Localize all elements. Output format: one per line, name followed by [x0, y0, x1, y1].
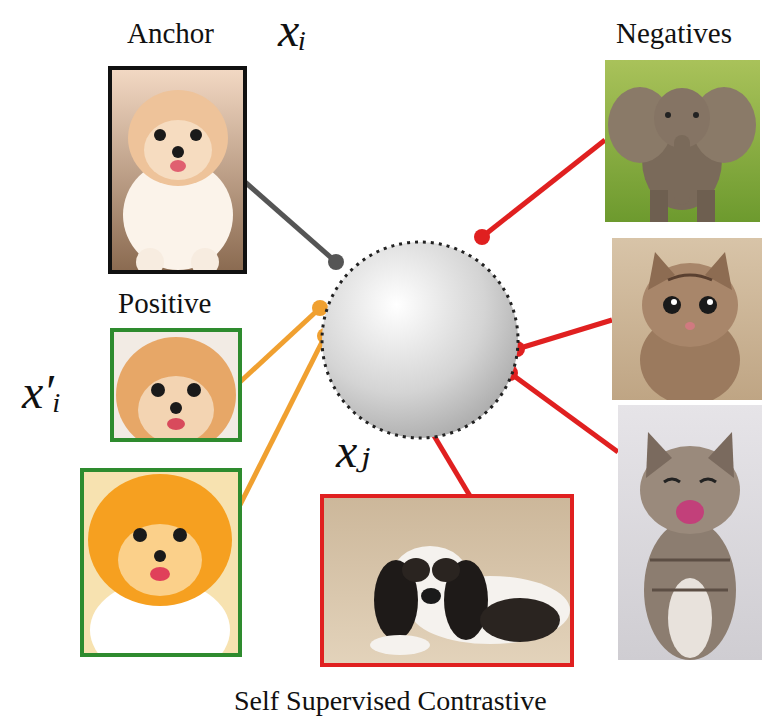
positive-lines	[240, 300, 333, 505]
negative-photo	[322, 496, 572, 665]
anchor-line	[245, 182, 344, 270]
embedding-sphere	[322, 242, 518, 438]
negative-photo	[605, 60, 760, 222]
positive-label: Positive	[118, 288, 211, 320]
positive-symbol: x′ᵢ	[22, 366, 61, 419]
negative-photo	[618, 405, 762, 660]
anchor-symbol: xᵢ	[278, 4, 307, 57]
positive-frame	[112, 330, 240, 440]
figure-caption: Self Supervised Contrastive	[234, 686, 547, 717]
anchor-label: Anchor	[127, 18, 214, 50]
negative-symbol: xⱼ	[336, 425, 370, 478]
positive-frame	[82, 470, 240, 655]
anchor-photo	[110, 68, 245, 272]
positive-photo	[112, 330, 240, 440]
negatives-label: Negatives	[616, 18, 732, 50]
negative-frame	[322, 496, 572, 665]
negative-photo	[612, 238, 762, 400]
positive-photo	[82, 470, 240, 655]
anchor-frame	[110, 68, 245, 272]
